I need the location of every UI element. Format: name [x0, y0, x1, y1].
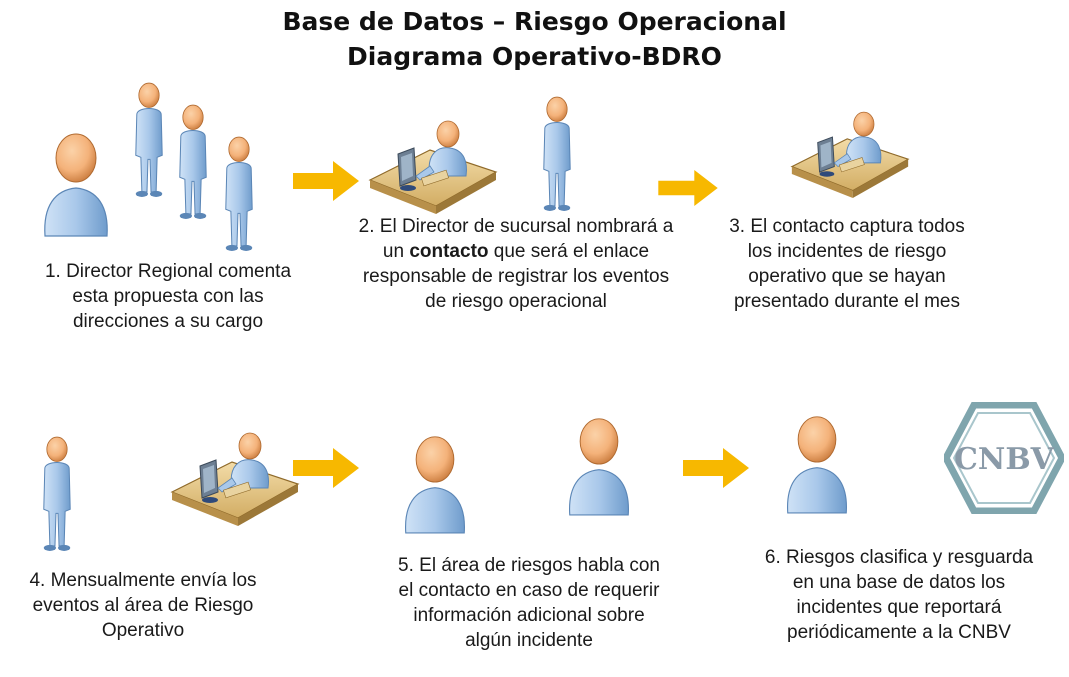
person-icon: [128, 78, 170, 200]
right-arrow-icon: [683, 448, 749, 488]
person-icon: [172, 100, 214, 222]
step-2-text-start: 2. El Director de sucursal nombrará a un: [358, 216, 674, 262]
person-at-desk-icon: [368, 118, 498, 218]
person-icon: [402, 430, 468, 536]
person-icon: [784, 410, 850, 516]
step-2-bold-word: contacto: [409, 241, 489, 262]
person-icon: [566, 412, 632, 518]
step-2-caption: 2. El Director de sucursal nombrará a un…: [356, 214, 676, 314]
right-arrow-icon: [293, 448, 359, 488]
cnbv-logo-text: CNBV: [954, 442, 1055, 477]
step-6-caption: 6. Riesgos clasifica y resguarda en una …: [764, 547, 1034, 643]
cnbv-logo: CNBV: [944, 402, 1064, 514]
right-arrow-icon: [293, 161, 359, 201]
step-4-caption: 4. Mensualmente envía los eventos al áre…: [29, 570, 257, 641]
step-1-caption: 1. Director Regional comenta esta propue…: [44, 261, 292, 332]
person-icon: [36, 432, 78, 554]
person-icon: [536, 92, 578, 214]
person-at-desk-icon: [790, 108, 910, 203]
step-5-caption: 5. El área de riesgos habla con el conta…: [398, 555, 660, 651]
person-icon: [218, 132, 260, 254]
step-2-text-end: que será el enlace responsable de regist…: [362, 241, 670, 312]
step-3-caption: 3. El contacto captura todos los inciden…: [729, 216, 965, 312]
person-at-desk-icon: [170, 430, 300, 530]
diagram-subtitle: Diagrama Operativo-BDRO: [347, 42, 722, 71]
person-icon: [40, 128, 112, 238]
diagram-title: Base de Datos – Riesgo Operacional: [282, 7, 787, 36]
right-arrow-icon: [658, 170, 718, 206]
